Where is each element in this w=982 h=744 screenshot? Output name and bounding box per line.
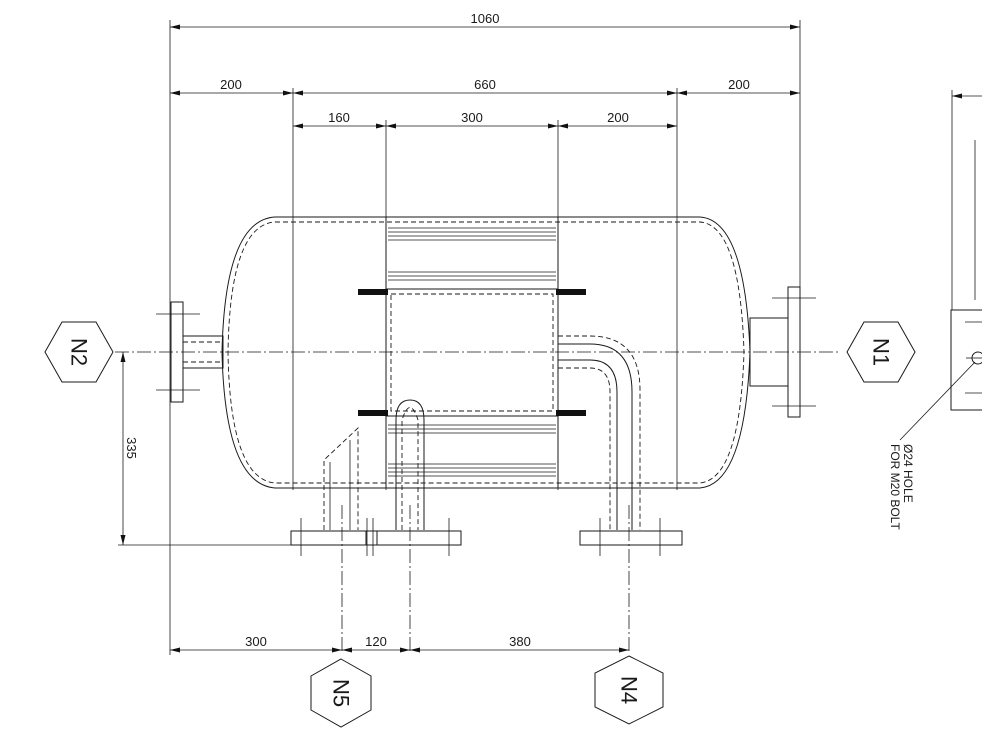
dimension-row-2: 200 660 200 bbox=[170, 77, 800, 96]
nozzle-n1 bbox=[749, 286, 816, 418]
pipe-n4 bbox=[558, 335, 683, 652]
tag-n2: N2 bbox=[44, 321, 114, 383]
pipe-n5 bbox=[290, 399, 462, 652]
hole-note-line1: Ø24 HOLE bbox=[901, 444, 915, 503]
dimension-bottom-row: 300 120 380 bbox=[170, 634, 629, 653]
dim-overall-label: 1060 bbox=[471, 11, 500, 26]
dim-335-label: 335 bbox=[124, 437, 139, 459]
dim-right-end-label: 200 bbox=[728, 77, 750, 92]
tag-n1: N1 bbox=[846, 321, 916, 383]
tag-n4: N4 bbox=[594, 655, 664, 725]
vessel-shell bbox=[221, 216, 751, 489]
dimension-overall: 1060 bbox=[170, 11, 800, 30]
tag-n2-label: N2 bbox=[67, 338, 92, 366]
tag-n1-label: N1 bbox=[869, 338, 894, 366]
dimension-vertical-335: 335 bbox=[118, 352, 300, 546]
side-view-fragment bbox=[899, 90, 982, 441]
baffle-stack-bottom bbox=[385, 415, 559, 489]
dim-middle-label: 660 bbox=[474, 77, 496, 92]
nozzle-n2 bbox=[156, 301, 224, 403]
extension-lines bbox=[169, 20, 801, 655]
dimension-row-3: 160 300 200 bbox=[293, 110, 677, 129]
dim-bottom-120-label: 120 bbox=[365, 634, 387, 649]
dim-300-label: 300 bbox=[461, 110, 483, 125]
dim-200-label: 200 bbox=[607, 110, 629, 125]
tag-n5-label: N5 bbox=[329, 679, 354, 707]
dim-bottom-380-label: 380 bbox=[509, 634, 531, 649]
dim-160-label: 160 bbox=[328, 110, 350, 125]
tag-n4-label: N4 bbox=[617, 676, 642, 704]
central-chamber bbox=[358, 288, 586, 417]
tag-n5: N5 bbox=[310, 658, 372, 728]
dim-bottom-300-label: 300 bbox=[245, 634, 267, 649]
hole-note: Ø24 HOLE FOR M20 BOLT bbox=[888, 444, 915, 530]
dim-left-end-label: 200 bbox=[220, 77, 242, 92]
hole-note-line2: FOR M20 BOLT bbox=[888, 444, 902, 530]
baffle-stack-top bbox=[385, 216, 559, 290]
